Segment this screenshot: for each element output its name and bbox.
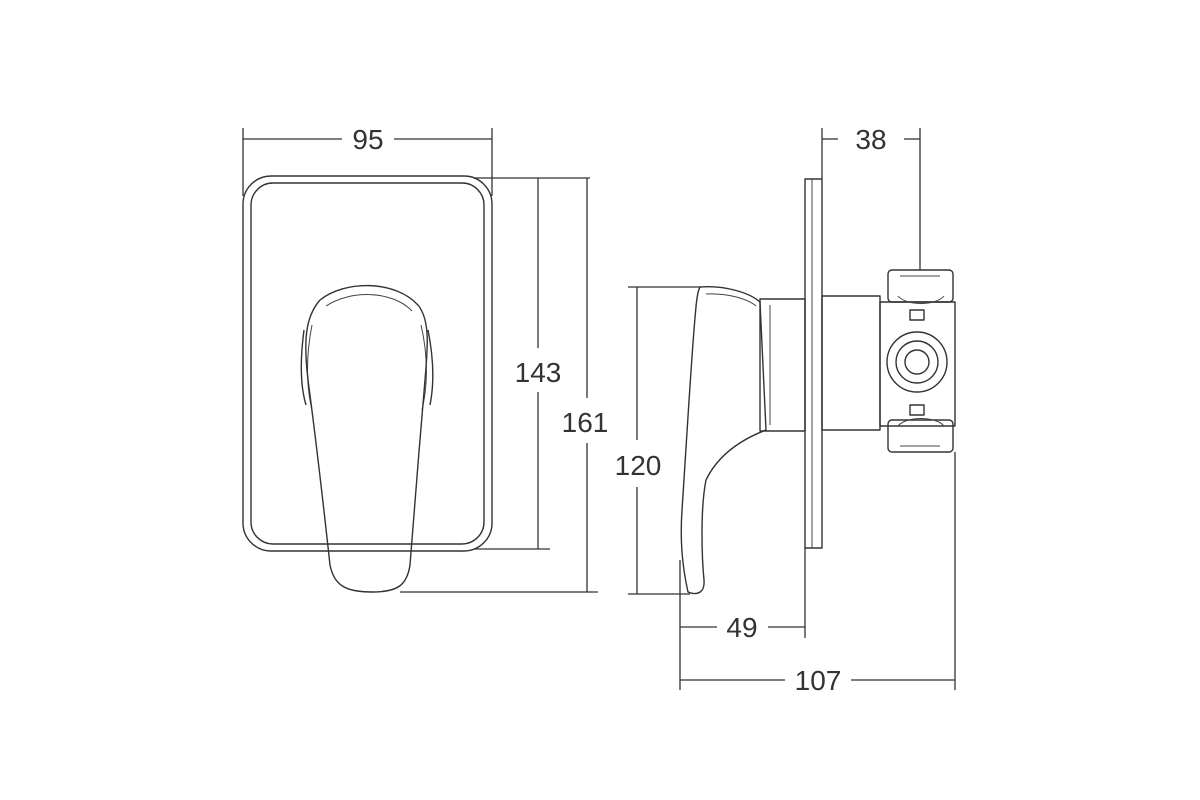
- side-valve-shaft: [821, 295, 881, 431]
- front-cover-plate-outer: [242, 175, 493, 552]
- front-handle-boss: [300, 329, 434, 406]
- side-port-ring-middle: [895, 340, 939, 384]
- dim-49-label: 49: [726, 612, 757, 643]
- dim-107-label: 107: [795, 665, 842, 696]
- front-handle-boss-inner: [307, 324, 427, 411]
- side-valve-outlet-bottom-detail: [897, 418, 945, 447]
- front-cover-plate-inner: [250, 182, 485, 545]
- side-lug-top: [909, 309, 925, 321]
- side-handle-lever: [680, 285, 767, 595]
- dim-161-label: 161: [562, 407, 609, 438]
- side-port-ring-inner: [904, 349, 930, 375]
- side-port-ring-outer: [886, 331, 948, 393]
- side-handle-lever-inner: [705, 293, 757, 307]
- dim-143-label: 143: [515, 357, 562, 388]
- side-dimensions: 38 120 49 107: [615, 124, 956, 696]
- dim-95-label: 95: [352, 124, 383, 155]
- side-wall-plate: [804, 178, 823, 549]
- front-handle-lever: [305, 284, 428, 593]
- front-dimensions: 95 143 161: [242, 124, 609, 593]
- side-view: [680, 178, 956, 595]
- side-valve-outlet-bottom: [887, 419, 954, 453]
- side-lug-bottom: [909, 404, 925, 416]
- dim-38-label: 38: [855, 124, 886, 155]
- side-collar: [759, 298, 806, 432]
- dim-120-label: 120: [615, 450, 662, 481]
- side-valve-inlet-top-detail: [897, 275, 945, 304]
- front-handle-lever-inner: [325, 294, 413, 312]
- front-view: [242, 175, 493, 593]
